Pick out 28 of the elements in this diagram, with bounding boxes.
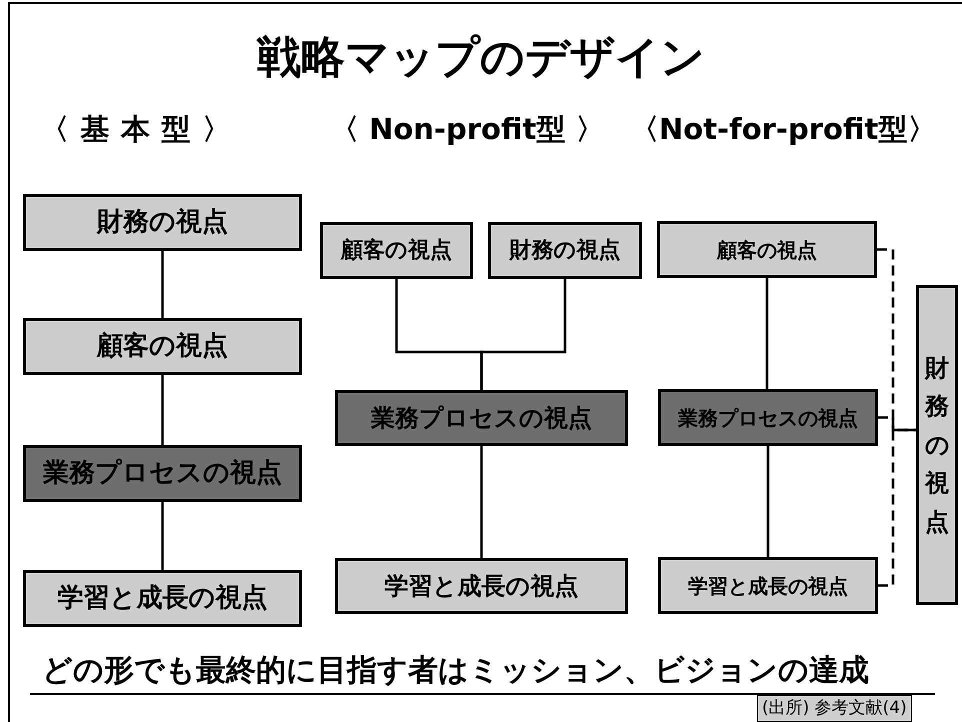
summary-text: どの形でも最終的に目指す者はミッション、ビジョンの達成: [42, 652, 869, 690]
perspective-box: 顧客の視点: [23, 318, 302, 375]
perspective-box: 財務の視点: [23, 194, 302, 251]
section-heading: 〈 基 本 型 〉: [40, 111, 232, 148]
perspective-box: 学習と成長の視点: [335, 558, 628, 614]
section-heading: 〈 Non-profit型 〉: [330, 111, 604, 148]
perspective-box: 業務プロセスの視点: [23, 445, 302, 502]
section-heading: 〈Not-for-profit型〉: [630, 111, 936, 148]
connector-line: [766, 446, 770, 557]
perspective-box: 顧客の視点: [657, 221, 877, 278]
dashed-connector: [878, 416, 916, 432]
connector-line: [766, 278, 768, 389]
dashed-connector: [878, 428, 916, 587]
perspective-box: 学習と成長の視点: [658, 557, 878, 614]
perspective-box: 業務プロセスの視点: [335, 390, 628, 446]
perspective-box: 業務プロセスの視点: [658, 389, 878, 446]
perspective-box: 学習と成長の視点: [23, 570, 302, 627]
connector-line: [161, 502, 164, 570]
connector-line: [161, 375, 164, 445]
title: 戦略マップのデザイン: [256, 31, 706, 85]
vertical-perspective-box: 財務の視点: [916, 285, 958, 605]
source-note: (出所) 参考文献(4): [757, 695, 912, 722]
connector-line: [161, 251, 164, 318]
perspective-box: 財務の視点: [488, 222, 642, 279]
connector-line: [480, 279, 566, 390]
perspective-box: 顧客の視点: [320, 222, 473, 279]
connector-line: [480, 446, 483, 558]
dashed-connector: [877, 248, 916, 432]
